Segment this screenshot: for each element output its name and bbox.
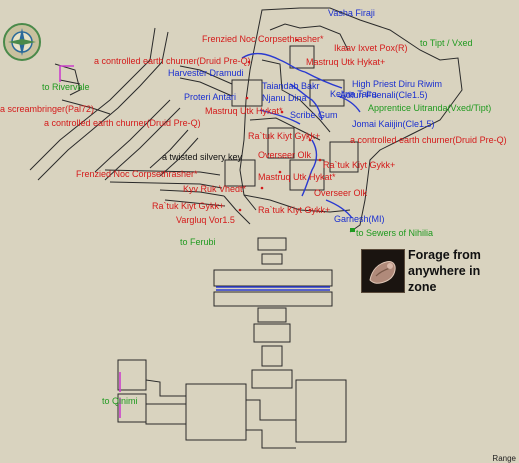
range-label: Range: [492, 454, 516, 463]
forage-line: Forage from: [408, 248, 481, 262]
zone-link-ferubi[interactable]: to Ferubi: [180, 237, 216, 247]
zone-link-tipt[interactable]: to Tipt / Vxed: [420, 38, 473, 48]
npc-label: a controlled earth churner(Druid Pre-Q): [94, 56, 251, 66]
forage-note: Forage from anywhere in zone: [361, 247, 511, 303]
forage-hand-icon: [361, 249, 405, 293]
npc-label: Njanu Dina: [262, 93, 307, 103]
map-walls: [29, 7, 463, 449]
npc-label: High Priest Diru Riwim: [352, 79, 442, 89]
npc-label: Scribe Gum: [290, 110, 338, 120]
compass-icon: [3, 23, 41, 61]
npc-label: Ra`tuk Kiyt Gykk+: [152, 201, 224, 211]
forage-text: Forage from anywhere in zone: [408, 247, 508, 295]
npc-label: a controlled earth churner(Druid Pre-Q): [44, 118, 201, 128]
npc-label: Ra`tuk Kiyt Gykk+: [258, 205, 330, 215]
npc-label: Jomai Kaiijin(Cle1.5): [352, 119, 435, 129]
npc-label: a controlled earth churner(Druid Pre-Q): [350, 135, 507, 145]
npc-label: Apprentice Uitranda(Vxed/Tipt): [368, 103, 491, 113]
item-label: a twisted silvery key: [162, 152, 243, 162]
zone-link-qinimi[interactable]: to Qinimi: [102, 396, 138, 406]
npc-label: Overseer Olk: [314, 188, 368, 198]
water-streams: [216, 52, 361, 291]
forage-line: zone: [408, 280, 437, 294]
zone-markers: [59, 65, 121, 418]
npc-label: Garnesh(MI): [334, 214, 385, 224]
npc-label: Kyv Ruk Vhedt*: [183, 184, 247, 194]
npc-label: Ra`tuk Kiyt Gykk+: [323, 160, 395, 170]
npc-label: Frenzied Noc Corpsethrasher*: [76, 169, 198, 179]
npc-label: Overseer Olk: [258, 150, 312, 160]
npc-label: Frenzied Noc Corpsethrasher*: [202, 34, 324, 44]
npc-label: Mastruq Utk Hykat*: [258, 172, 336, 182]
npc-label: Ikaav Ixvet Pox(R): [334, 43, 408, 53]
npc-label: Mastruq Utk Hykat*: [205, 106, 283, 116]
npc-dots: [238, 38, 322, 212]
npc-label: Taiandab Bakr: [262, 81, 320, 91]
npc-label: Ra`tuk Kiyt Gykk+: [248, 131, 320, 141]
npc-label: a screambringer(Pal72): [0, 104, 94, 114]
zone-markers-green: [350, 228, 355, 232]
npc-label: Proteri Antari: [184, 92, 236, 102]
npc-label: Harvester Dramudi: [168, 68, 244, 78]
npc-label: Vasha Firaji: [328, 8, 375, 18]
npc-label: Adtun Fuenali(Cle1.5): [340, 90, 428, 100]
npc-label: Mastruq Utk Hykat+: [306, 57, 385, 67]
zone-link-sewers[interactable]: to Sewers of Nihilia: [356, 228, 433, 238]
forage-line: anywhere in: [408, 264, 481, 278]
npc-label: Vargluq Vor1.5: [176, 215, 235, 225]
zone-link-rivervale[interactable]: to Rivervale: [42, 82, 90, 92]
npc-label: Kelina Taira: [330, 89, 377, 99]
